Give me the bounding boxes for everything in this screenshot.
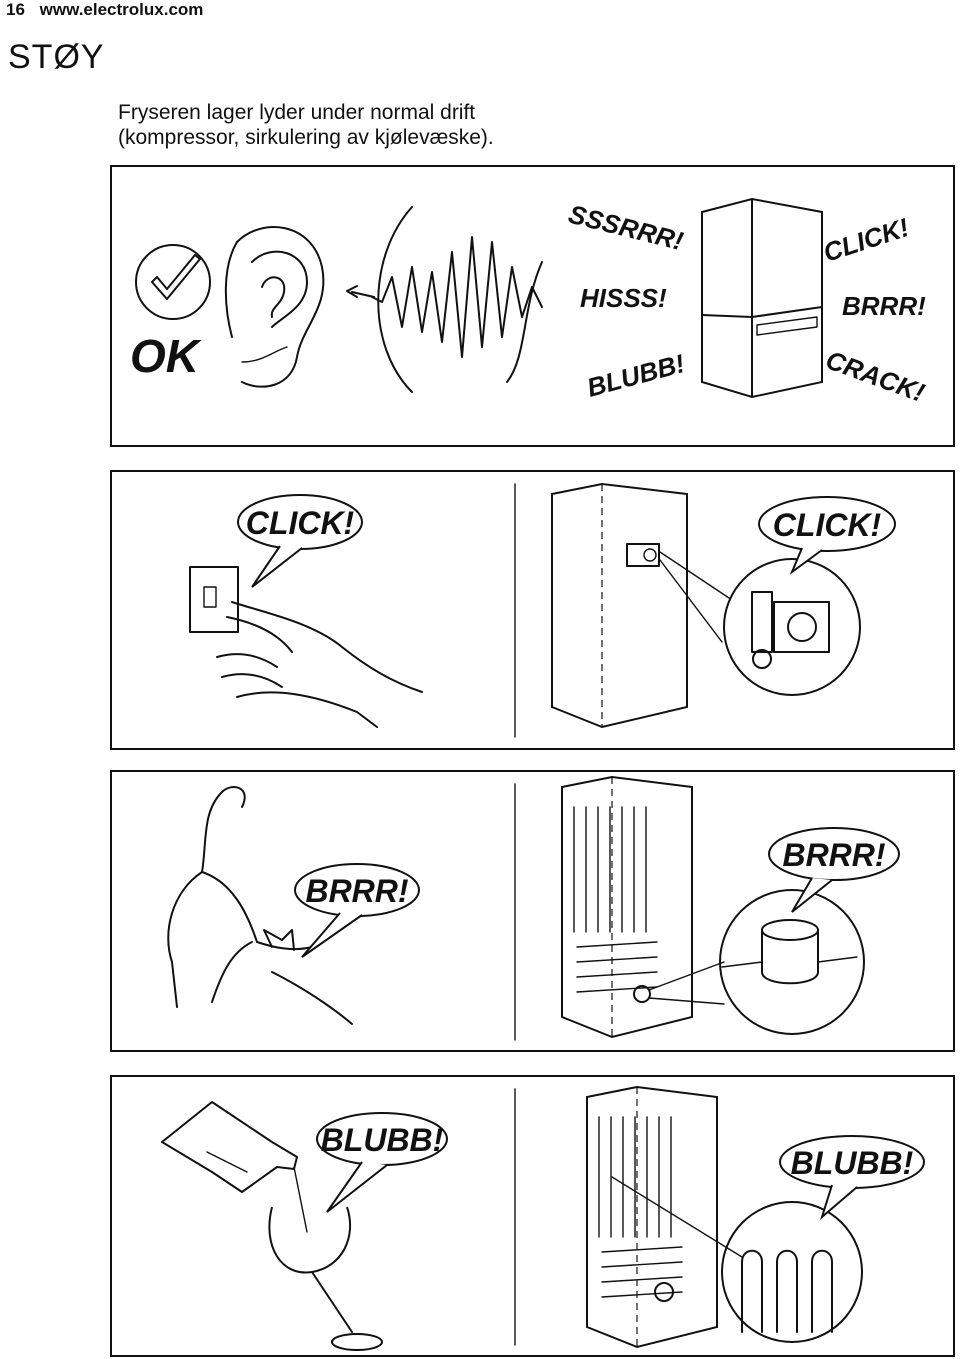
sound-hisss: HISSS! — [580, 283, 667, 313]
sound-sssrrr: SSSRRR! — [566, 199, 687, 256]
bubble-right-text: CLICK! — [773, 507, 882, 543]
intro-line-2: (kompressor, sirkulering av kjølevæske). — [118, 126, 494, 149]
bubble-left-text: BRRR! — [305, 873, 408, 909]
website-link[interactable]: www.electrolux.com — [39, 0, 204, 19]
speech-bubble-left — [316, 1112, 448, 1213]
wine-glass-icon — [268, 1166, 383, 1351]
speech-bubble-right — [758, 496, 896, 575]
bubble-right-text: BRRR! — [782, 837, 885, 873]
panel-brrr: BRRR! BRRR! — [110, 770, 955, 1052]
intro-text: Fryseren lager lyder under normal drift … — [118, 100, 494, 150]
sound-brrr: BRRR! — [842, 291, 926, 321]
wine-bottle-icon — [161, 1101, 298, 1193]
light-switch-icon — [189, 566, 239, 633]
ok-label: OK — [130, 330, 202, 382]
cat-icon — [167, 786, 353, 1025]
sound-wave-icon — [346, 206, 543, 393]
bubble-left-text: BLUBB! — [321, 1122, 444, 1158]
speech-bubble-left — [294, 863, 420, 958]
thermostat-icon — [723, 558, 861, 696]
page-header: 16 www.electrolux.com — [6, 0, 203, 20]
condenser-coil-icon — [586, 1085, 718, 1349]
fridge-icon — [701, 197, 823, 399]
speech-bubble-left — [237, 494, 363, 588]
compressor-icon — [648, 889, 865, 1035]
panel-blubb: BLUBB! BLUBB! — [110, 1075, 955, 1357]
condenser-coil-icon — [561, 775, 693, 1039]
panel-click: CLICK! — [110, 470, 955, 750]
section-title: STØY — [8, 38, 105, 76]
fridge-icon — [551, 482, 733, 729]
ear-icon — [224, 226, 325, 388]
hand-icon — [216, 601, 423, 728]
checkmark-icon — [135, 244, 211, 320]
coil-detail-icon — [611, 1176, 863, 1343]
sound-click: CLICK! — [820, 212, 913, 268]
speech-bubble-right — [779, 1135, 925, 1221]
speech-bubble-right — [768, 827, 900, 913]
sound-crack: CRACK! — [822, 344, 929, 407]
intro-line-1: Fryseren lager lyder under normal drift — [118, 101, 476, 124]
panel-normal-sounds: OK SSSRRR! HISSS! BLUBB! CLICK! — [110, 165, 955, 447]
sound-blubb: BLUBB! — [584, 348, 688, 403]
page-number: 16 — [6, 0, 25, 19]
bubble-left-text: CLICK! — [246, 505, 355, 541]
bubble-right-text: BLUBB! — [791, 1145, 914, 1181]
